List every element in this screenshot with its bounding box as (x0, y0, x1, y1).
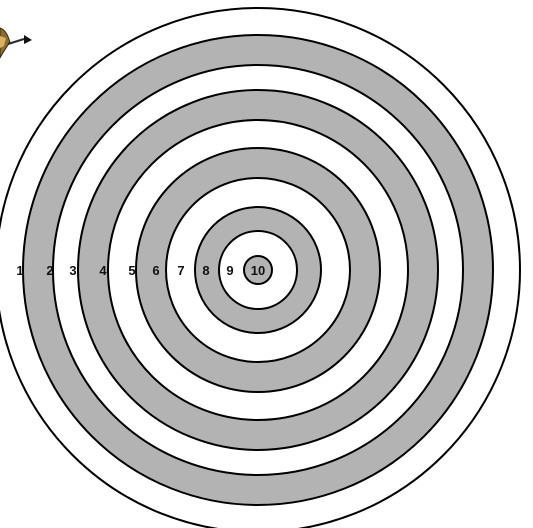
ring-label-2: 2 (46, 263, 53, 278)
ring-label-10: 10 (251, 263, 265, 278)
ring-label-6: 6 (152, 263, 159, 278)
ring-label-9: 9 (226, 263, 233, 278)
arrow-icon (0, 28, 32, 58)
ring-label-5: 5 (128, 263, 135, 278)
ring-label-1: 1 (16, 263, 23, 278)
ring-label-3: 3 (69, 263, 76, 278)
ring-label-8: 8 (202, 263, 209, 278)
ring-label-4: 4 (99, 263, 107, 278)
ring-label-7: 7 (177, 263, 184, 278)
